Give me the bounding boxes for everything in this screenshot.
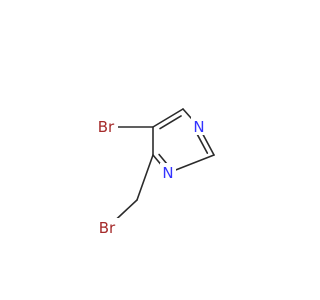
atom-label-n-top: N xyxy=(193,118,204,136)
atom-label-bg-n-bottom xyxy=(160,163,176,181)
atom-label-br-chain: Br xyxy=(99,219,116,237)
atom-label-layer: N N Br Br xyxy=(94,117,207,237)
bond-c5-c6 xyxy=(152,108,184,128)
bond-n1-c2-double xyxy=(196,132,209,154)
molecule-diagram: N N Br Br xyxy=(94,108,215,237)
atom-label-bg-br-ring xyxy=(94,117,118,135)
atom-label-br-ring: Br xyxy=(98,118,115,136)
bond-c4-ch2 xyxy=(136,154,154,201)
atom-label-bg-n-top xyxy=(191,117,207,135)
atom-label-n-bottom: N xyxy=(162,164,173,182)
atom-label-bg-br-chain xyxy=(95,218,119,236)
bond-c5-c6-double xyxy=(159,115,182,130)
